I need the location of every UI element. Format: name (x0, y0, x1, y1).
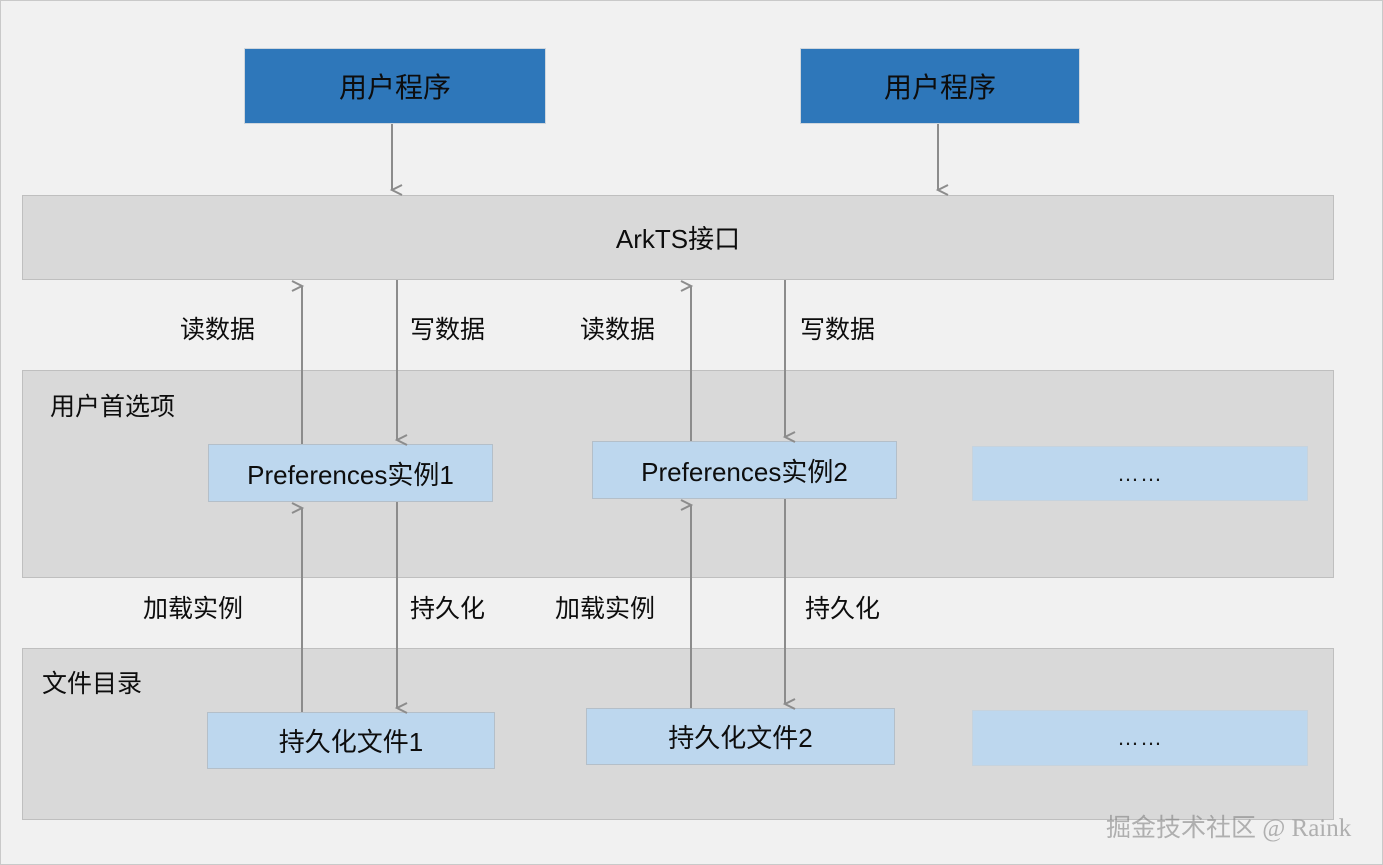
edge-label-load-instance-1: 加载实例 (143, 595, 244, 623)
arkts-interface-label: ArkTS接口 (615, 224, 741, 254)
user-program-label-1: 用户程序 (338, 72, 451, 103)
preferences-instance-1[interactable]: Preferences实例1 (208, 444, 493, 502)
preferences-panel-label: 用户首选项 (50, 393, 176, 421)
preferences-instance-2[interactable]: Preferences实例2 (592, 441, 897, 499)
preferences-instance-more[interactable]: …… (972, 446, 1308, 501)
edge-label-load-instance-2: 加载实例 (555, 595, 656, 623)
persisted-file-2-label: 持久化文件2 (668, 723, 813, 753)
watermark-text: 掘金技术社区 @ Raink (1106, 815, 1352, 842)
edge-label-persist-2: 持久化 (805, 595, 881, 623)
persisted-file-more-label: …… (1117, 725, 1163, 750)
user-program-label-2: 用户程序 (883, 72, 996, 103)
edge-label-write-data-2: 写数据 (800, 316, 876, 344)
persisted-file-2[interactable]: 持久化文件2 (586, 708, 895, 765)
persisted-file-1[interactable]: 持久化文件1 (207, 712, 495, 769)
edge-label-persist-1: 持久化 (410, 595, 486, 623)
preferences-instance-more-label: …… (1117, 460, 1163, 486)
arkts-interface-bar[interactable]: ArkTS接口 (22, 195, 1334, 280)
edge-label-read-data-2: 读数据 (580, 316, 656, 344)
preferences-instance-1-label: Preferences实例1 (247, 459, 454, 490)
persisted-file-1-label: 持久化文件1 (278, 727, 424, 757)
file-directory-panel-label: 文件目录 (42, 670, 143, 698)
user-program-box-1[interactable]: 用户程序 (244, 48, 546, 124)
user-program-box-2[interactable]: 用户程序 (800, 48, 1080, 124)
edge-label-write-data-1: 写数据 (410, 316, 486, 344)
preferences-instance-2-label: Preferences实例2 (641, 456, 848, 487)
persisted-file-more[interactable]: …… (972, 710, 1308, 766)
edge-label-read-data-1: 读数据 (180, 316, 256, 344)
